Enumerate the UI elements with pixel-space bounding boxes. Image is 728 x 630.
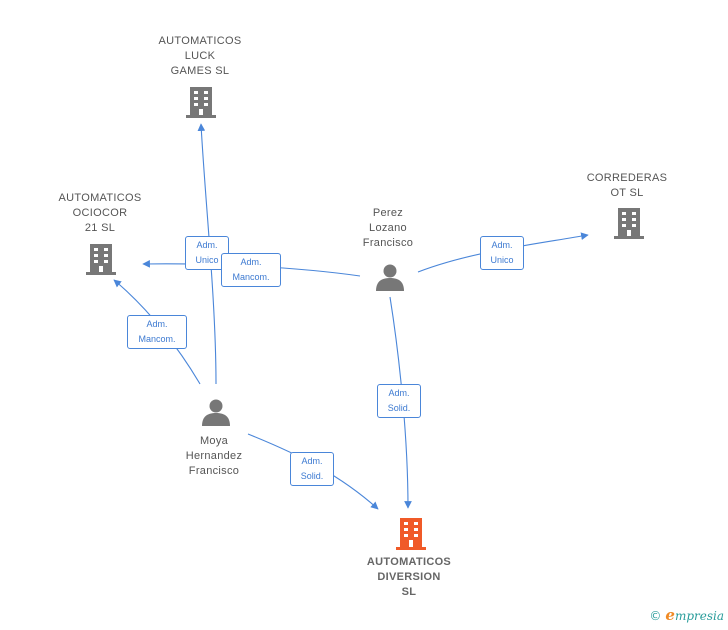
edge-label-perez-correderas: Adm.Unico — [480, 236, 524, 270]
edge-label-perez-ociocor: Adm.Mancom. — [221, 253, 281, 287]
company-label-ociocor[interactable]: AUTOMATICOS OCIOCOR 21 SL — [58, 192, 142, 234]
copyright-icon: © — [649, 609, 662, 623]
edge-label-moya-ociocor: Adm.Mancom. — [127, 315, 187, 349]
building-icon-diversion — [396, 518, 426, 550]
empresia-logo[interactable]: ©empresia — [649, 606, 724, 624]
edge-label-perez-diversion: Adm.Solid. — [377, 384, 421, 418]
building-icon-luck-games — [186, 87, 216, 118]
person-label-perez[interactable]: Perez Lozano Francisco — [362, 207, 414, 249]
company-label-diversion[interactable]: AUTOMATICOS DIVERSION SL — [366, 556, 452, 598]
building-icon-correderas — [614, 208, 644, 239]
person-label-moya[interactable]: Moya Hernandez Francisco — [185, 435, 243, 477]
person-icon-perez — [376, 264, 404, 291]
person-icon-moya — [202, 399, 230, 426]
company-label-correderas[interactable]: CORREDERAS OT SL — [586, 172, 668, 199]
edge-label-moya-diversion: Adm.Solid. — [290, 452, 334, 486]
company-label-luck-games[interactable]: AUTOMATICOS LUCK GAMES SL — [158, 35, 242, 77]
building-icon-ociocor — [86, 244, 116, 275]
